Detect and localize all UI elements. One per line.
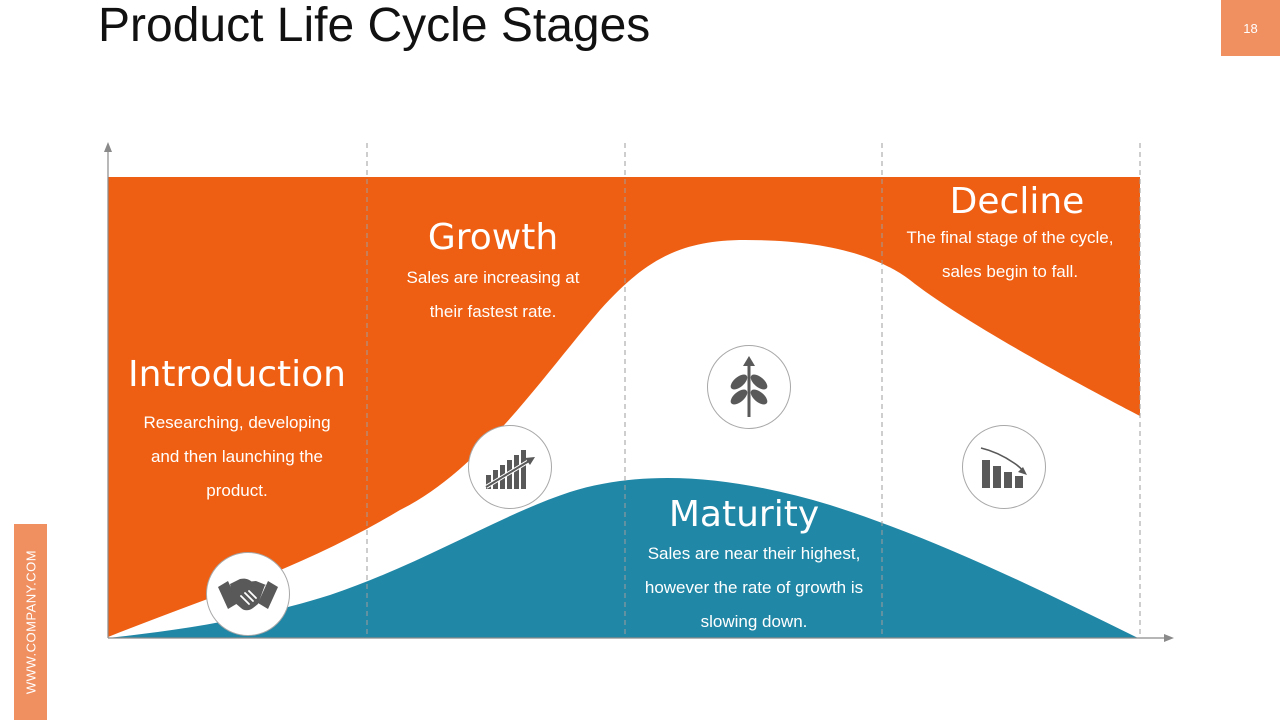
- page-title: Product Life Cycle Stages: [98, 0, 651, 52]
- maturity-title: Maturity: [668, 494, 820, 535]
- stage-dividers: [366, 143, 1141, 637]
- decline-description: The final stage of the cycle, sales begi…: [906, 228, 1114, 281]
- page-number-badge: 18: [1221, 0, 1280, 56]
- handshake-icon: [218, 578, 278, 611]
- maturity-icon-circle: [707, 345, 791, 429]
- y-axis-arrow: [104, 142, 112, 152]
- decline-title: Decline: [949, 181, 1085, 222]
- growth-icon-circle: [468, 425, 552, 509]
- axes: [107, 150, 1166, 639]
- decline-icon-circle: [962, 425, 1046, 509]
- teal-area: [108, 477, 1138, 638]
- growth-title: Growth: [427, 217, 559, 258]
- growth-chart-icon: [484, 450, 535, 489]
- x-axis-arrow: [1164, 634, 1174, 642]
- decline-chart-icon: [980, 447, 1027, 488]
- orange-area: [108, 177, 1140, 637]
- website-sidebar: WWW.COMPANY.COM: [14, 524, 47, 720]
- introduction-icon-circle: [206, 552, 290, 636]
- introduction-description: Researching, developing and then launchi…: [143, 413, 331, 500]
- maturity-description: Sales are near their highest, however th…: [644, 544, 864, 631]
- introduction-title: Introduction: [127, 354, 346, 395]
- growth-description: Sales are increasing at their fastest ra…: [406, 268, 580, 321]
- plant-arrow-icon: [730, 356, 768, 417]
